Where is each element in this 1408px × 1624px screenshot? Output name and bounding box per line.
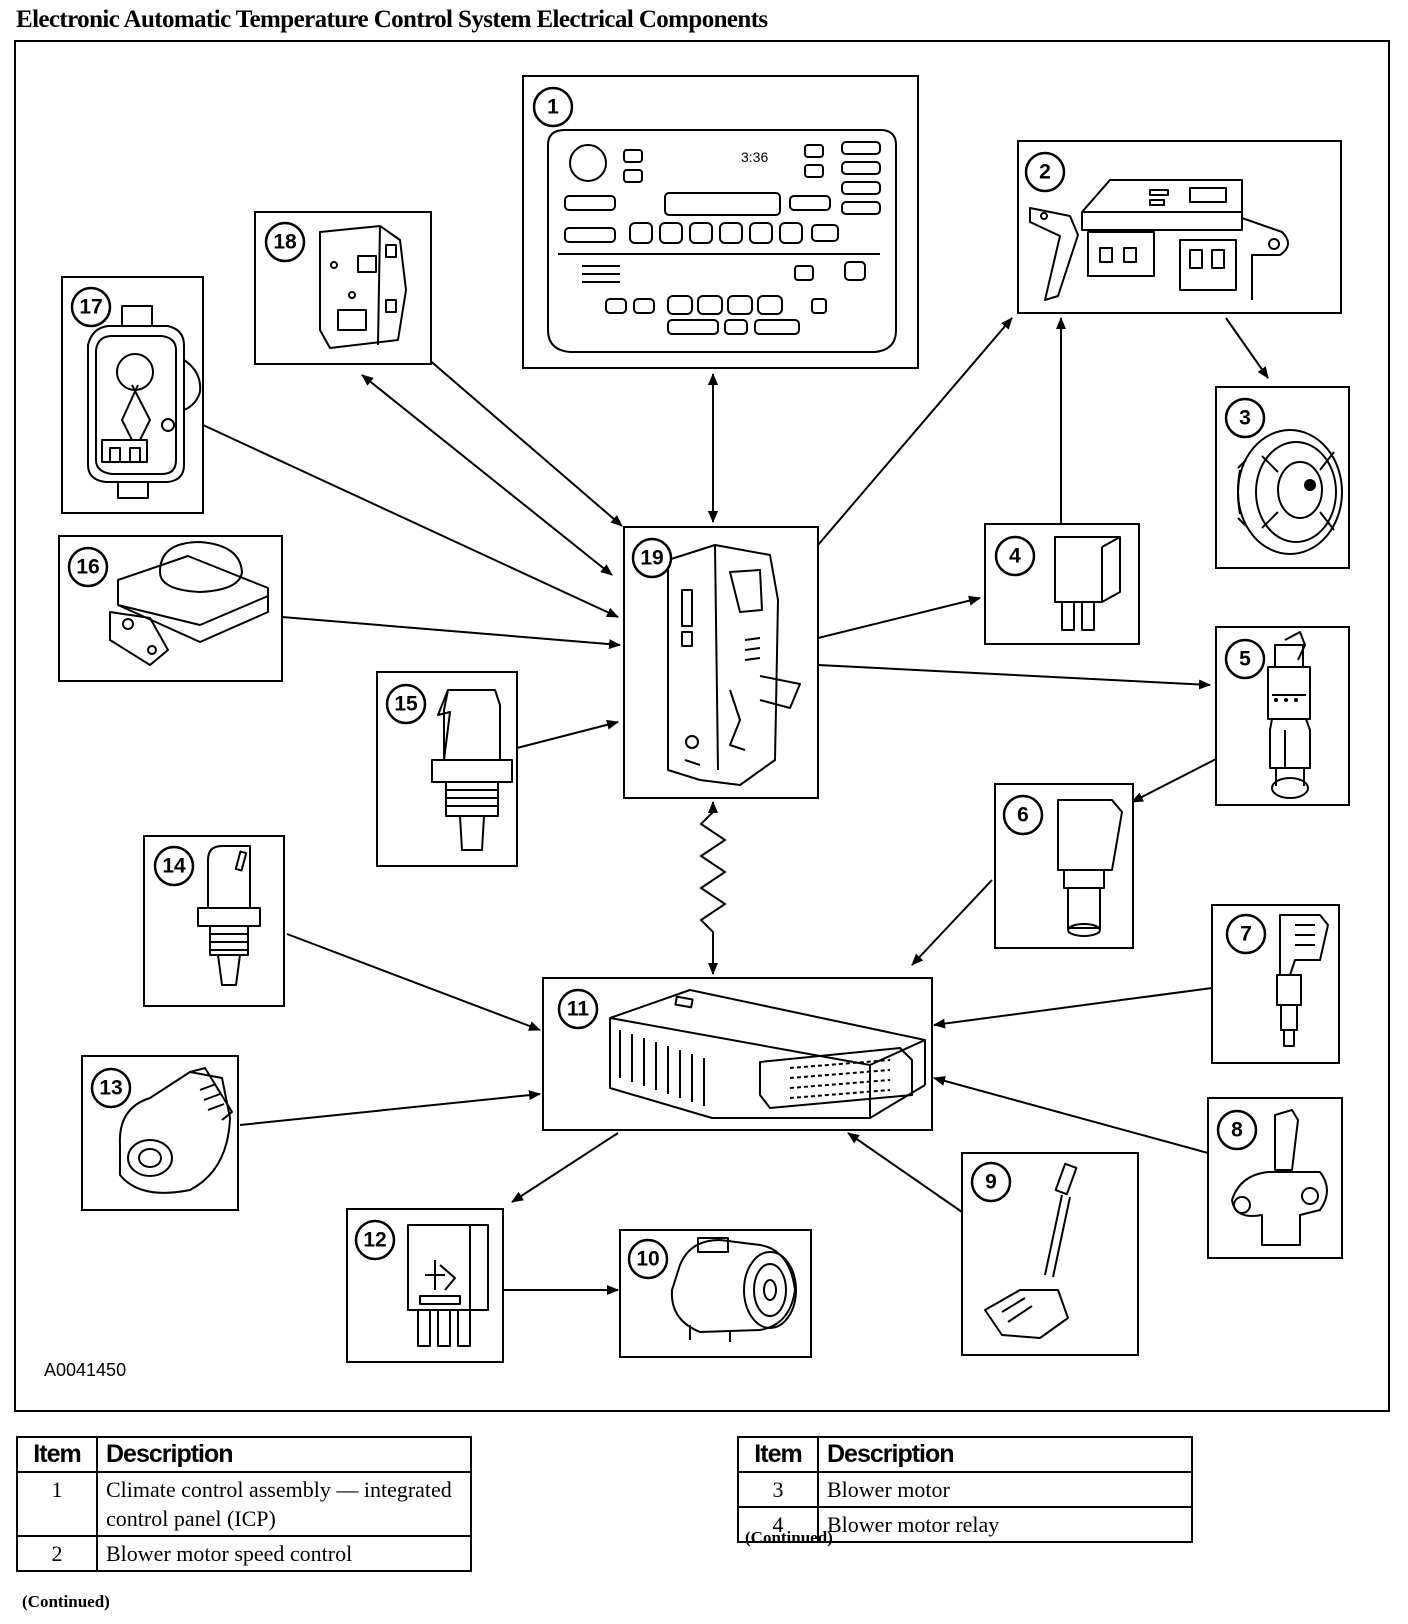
connector-19-4 [817, 595, 981, 639]
continued-note-left: (Continued) [22, 1592, 110, 1611]
diagram-frame [14, 40, 1390, 1412]
component-7-sensor: 7 [1211, 904, 1340, 1064]
component-13-sensor: 13 [81, 1055, 239, 1211]
connector-13-11 [239, 1090, 541, 1126]
callout-19: 19 [640, 547, 663, 570]
connector-19-5 [817, 664, 1211, 690]
connector-18-19 [426, 357, 623, 527]
component-3-blower-motor: 3 [1215, 386, 1350, 569]
callout-15: 15 [394, 693, 418, 716]
legend-table-left: Item Description 1 Climate control assem… [16, 1436, 472, 1572]
legend-row: 4 Blower motor relay [737, 1506, 1193, 1543]
component-15-sensor: 15 [376, 671, 518, 867]
component-1-climate-control-panel: 3:36 1 [522, 75, 919, 369]
connector-8-11 [933, 1076, 1209, 1154]
callout-17: 17 [79, 296, 102, 319]
callout-12: 12 [363, 1229, 386, 1252]
legend-row: 2 Blower motor speed control [16, 1535, 472, 1572]
legend-item-number: 1 [16, 1471, 98, 1537]
connector-6-11 [911, 879, 993, 966]
component-diagram: 3:36 1 [44, 75, 1350, 1380]
component-16-sunload-sensor: 16 [58, 535, 283, 682]
legend-item-number: 3 [737, 1471, 819, 1508]
component-18-sensor: 18 [254, 211, 432, 365]
component-8-sensor: 8 [1207, 1097, 1343, 1259]
clock-display: 3:36 [741, 149, 768, 165]
legend-header-row: Item Description [16, 1436, 472, 1473]
callout-13: 13 [99, 1077, 122, 1100]
callout-5: 5 [1239, 648, 1251, 671]
legend-item-description: Blower motor [817, 1471, 1193, 1508]
callout-6: 6 [1017, 804, 1029, 827]
callout-4: 4 [1009, 545, 1021, 568]
connector-15-19 [516, 719, 619, 749]
legend-item-description: Blower motor relay [817, 1506, 1193, 1543]
legend-row: 3 Blower motor [737, 1471, 1193, 1508]
callout-1: 1 [547, 96, 559, 119]
component-5-pressure-switch: 5 [1215, 626, 1350, 806]
legend-item-number: 4 [737, 1506, 819, 1543]
callout-10: 10 [636, 1248, 659, 1271]
connector-5-6 [1131, 757, 1219, 803]
page-title: Electronic Automatic Temperature Control… [16, 6, 768, 33]
legend-header-row: Item Description [737, 1436, 1193, 1473]
legend-item-number: 2 [16, 1535, 98, 1572]
component-12-relay: 12 [346, 1208, 504, 1363]
connector-2-3 [1225, 317, 1269, 379]
component-11-pcm: 11 [542, 977, 933, 1131]
component-2-blower-motor-speed-control: 2 [1017, 140, 1342, 314]
component-4-blower-motor-relay: 4 [984, 523, 1140, 645]
legend-header-description: Description [817, 1436, 1193, 1473]
legend-row: 1 Climate control assembly — integrated … [16, 1471, 472, 1537]
legend-item-description: Climate control assembly — integrated co… [96, 1471, 472, 1537]
component-17-sensor: 17 [61, 276, 204, 514]
connector-16-19 [281, 616, 621, 650]
connector-19-2 [817, 317, 1013, 546]
connector-11-12 [511, 1132, 619, 1203]
callout-9: 9 [985, 1171, 997, 1194]
component-19-control-module: 19 [623, 526, 819, 799]
legend-header-description: Description [96, 1436, 472, 1473]
callout-18: 18 [273, 231, 297, 254]
component-9-sensor: 9 [961, 1152, 1139, 1356]
legend-header-item: Item [16, 1436, 98, 1473]
callout-2: 2 [1039, 161, 1051, 184]
callout-14: 14 [162, 855, 186, 878]
figure-code: A0041450 [44, 1360, 126, 1380]
connector-14-11 [286, 933, 541, 1031]
callout-7: 7 [1240, 923, 1252, 946]
component-10-compressor: 10 [619, 1229, 812, 1358]
component-6-pressure-sensor: 6 [994, 783, 1134, 949]
legend-header-item: Item [737, 1436, 819, 1473]
callout-8: 8 [1231, 1119, 1243, 1142]
connector-lines [202, 317, 1269, 1295]
callout-16: 16 [76, 556, 99, 579]
connector-19-18 [361, 374, 613, 576]
callout-3: 3 [1239, 407, 1251, 430]
continued-note-right: (Continued) [745, 1528, 833, 1547]
connector-7-11 [933, 987, 1213, 1029]
callout-11: 11 [567, 998, 590, 1021]
connector-17-19 [202, 424, 619, 618]
legend-item-description: Blower motor speed control [96, 1535, 472, 1572]
connector-9-11 [847, 1132, 963, 1213]
legend-table-right: Item Description 3 Blower motor 4 Blower… [737, 1436, 1193, 1543]
connector-19-11-link [699, 801, 727, 975]
component-14-sensor: 14 [143, 835, 285, 1007]
